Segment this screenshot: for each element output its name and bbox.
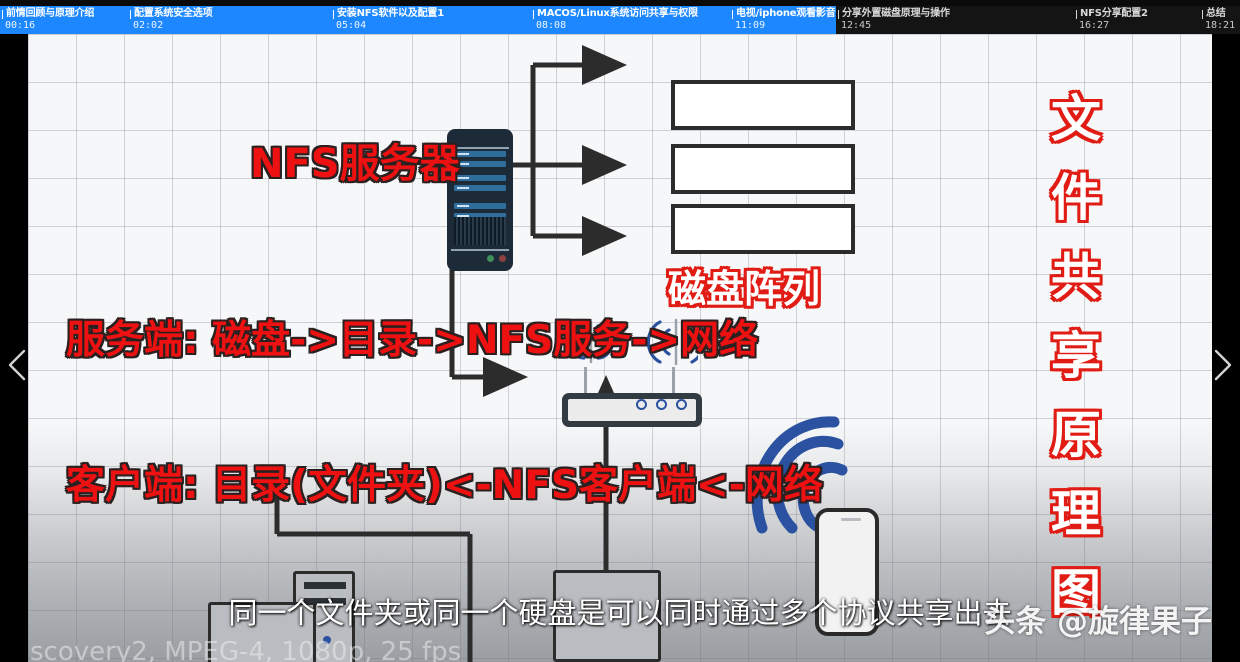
codec-info-text: scovery2, MPEG-4, 1080p, 25 fps [30, 637, 462, 662]
wifi-signal-icon [751, 416, 848, 534]
chapter-tick-icon [2, 10, 3, 19]
chapter-tick-icon [533, 10, 534, 19]
vertical-title: 文件共享原理图 [1028, 80, 1124, 633]
client-flow-label: 客户端: 目录(文件夹)<-NFS客户端<-网络 [66, 463, 823, 508]
vertical-title-char-6: 图 [1051, 564, 1101, 622]
chapter-title: 分享外置磁盘原理与操作 [842, 8, 950, 19]
chapter-timestamp: 12:45 [841, 20, 872, 31]
nfs-server-icon [447, 129, 513, 271]
channel-watermark: 头条 @旋律果子 [984, 604, 1212, 640]
chapter-timestamp: 02:02 [133, 20, 164, 31]
chapter-timestamp: 00:16 [5, 20, 36, 31]
smartphone-icon [815, 508, 879, 636]
wifi-router-icon [562, 367, 702, 427]
prev-chapter-arrow[interactable] [4, 348, 32, 382]
vertical-title-char-3: 享 [1051, 327, 1101, 385]
chapter-timestamp: 08:08 [536, 20, 567, 31]
chapter-title: 安装NFS软件以及配置1 [337, 8, 444, 19]
progress-played-track[interactable] [0, 6, 836, 34]
vertical-title-char-2: 共 [1051, 248, 1101, 306]
chapter-tick-icon [838, 10, 839, 19]
progress-unplayed-track[interactable] [836, 6, 1240, 34]
vertical-title-char-1: 件 [1051, 169, 1101, 227]
chapter-title: MACOS/Linux系统访问共享与权限 [537, 8, 698, 19]
chapter-timestamp: 11:09 [735, 20, 766, 31]
chapter-timestamp: 05:04 [336, 20, 367, 31]
disk-array-label: 磁盘阵列 [668, 267, 821, 311]
diagram-connectors [274, 45, 628, 662]
next-chapter-arrow[interactable] [1208, 348, 1236, 382]
chapter-tick-icon [732, 10, 733, 19]
chapter-timestamp: 18:21 [1205, 20, 1236, 31]
subtitle-text: 同一个文件夹或同一个硬盘是可以同时通过多个协议共享出去 [228, 596, 1012, 630]
chapter-tick-icon [1076, 10, 1077, 19]
desktop-monitor-icon [208, 602, 316, 662]
chapter-tick-icon [130, 10, 131, 19]
vertical-title-char-5: 理 [1051, 485, 1101, 543]
graph-paper-background [28, 34, 1212, 662]
vertical-title-char-4: 原 [1051, 406, 1101, 464]
chapter-tick-icon [333, 10, 334, 19]
vertical-title-char-0: 文 [1051, 90, 1101, 148]
small-wifi-signal-icon [568, 318, 698, 366]
disk-array-box-2 [671, 204, 855, 254]
server-label: NFS服务器 [250, 141, 460, 187]
video-frame: NFS服务器 磁盘阵列 服务端: 磁盘->目录->NFS服务->网络 客户端: … [28, 34, 1212, 662]
client-device-icon [553, 570, 661, 662]
disk-array-box-1 [671, 144, 855, 194]
chapter-title: 配置系统安全选项 [134, 8, 213, 19]
chapter-tick-icon [1202, 10, 1203, 19]
disk-array-box-0 [671, 80, 855, 130]
chapter-title: 总结 [1206, 8, 1226, 19]
chapter-title: 电视/iphone观看影音 [736, 8, 836, 19]
chapter-title: NFS分享配置2 [1080, 8, 1148, 19]
chapter-title: 前情回顾与原理介绍 [6, 8, 95, 19]
server-flow-label: 服务端: 磁盘->目录->NFS服务->网络 [66, 318, 759, 363]
chapter-timestamp: 16:27 [1079, 20, 1110, 31]
